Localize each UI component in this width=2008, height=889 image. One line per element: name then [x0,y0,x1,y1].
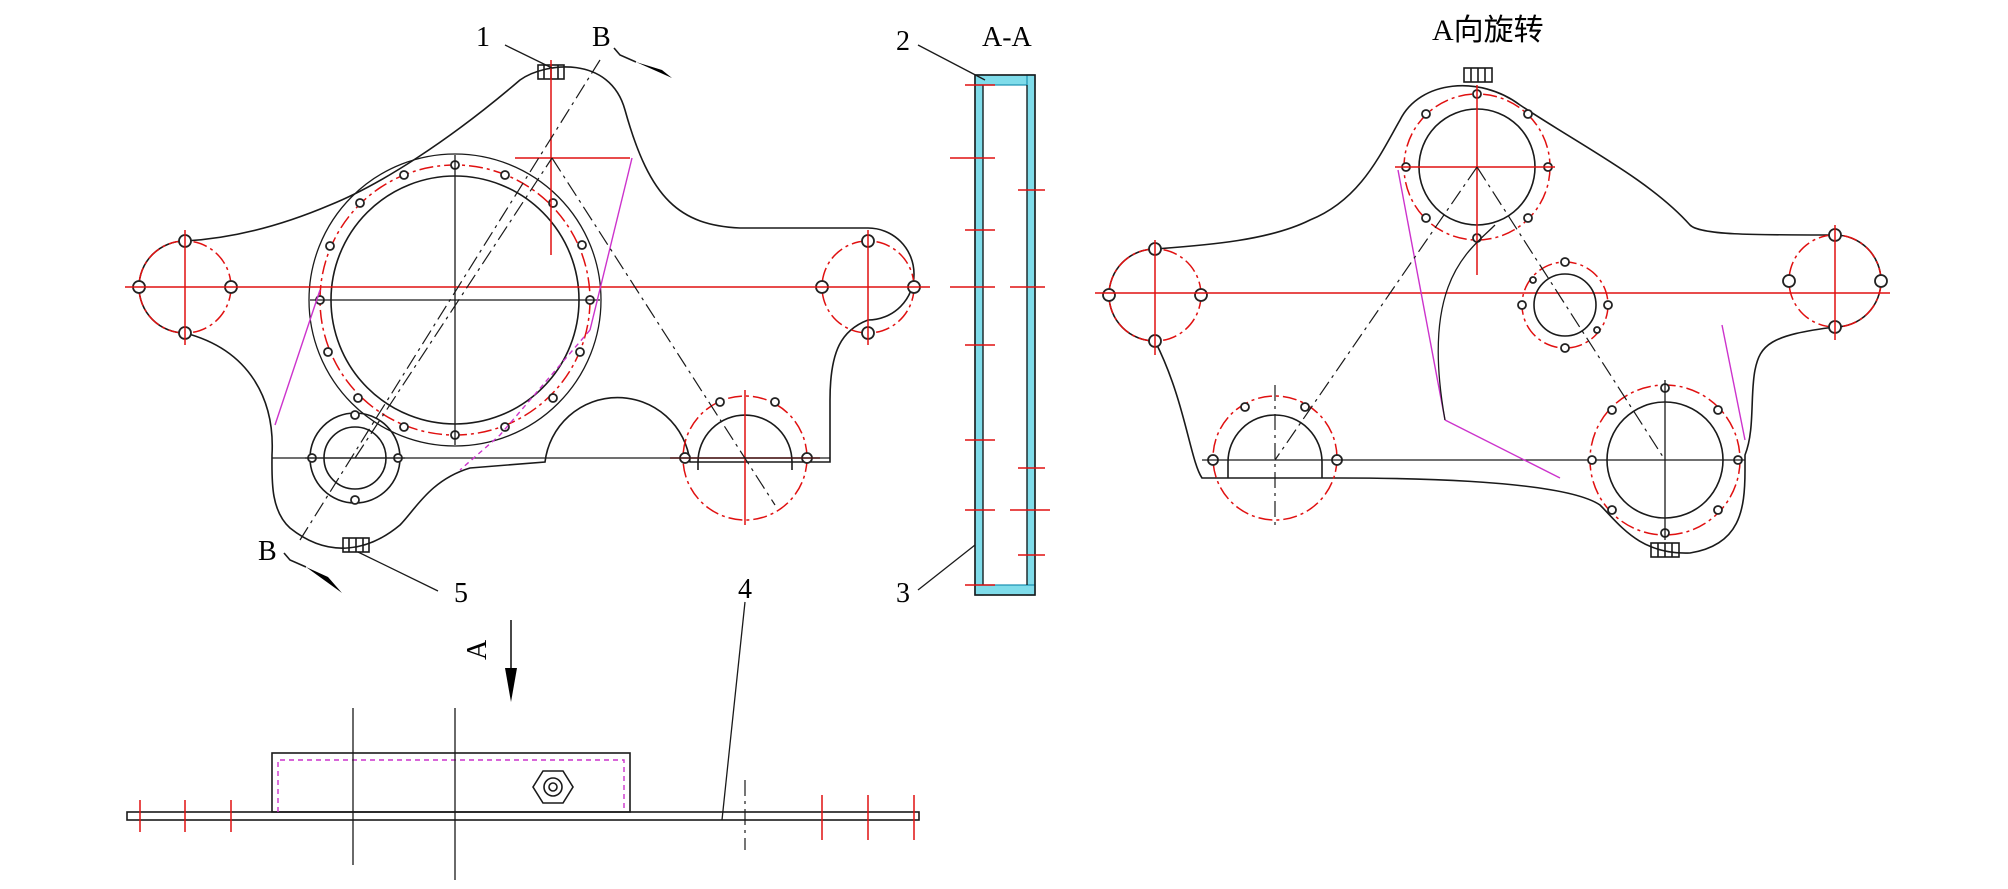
section-line-BB [299,59,601,541]
label-1: 1 [476,22,490,53]
main-bore-outer [308,153,602,447]
section-AA-view [950,74,1050,596]
leader-2 [917,44,986,81]
view-arrow-A [505,620,517,702]
label-section-AA: A-A [982,22,1033,53]
front-view-outline [138,66,915,549]
leader-5 [357,551,439,592]
bottom-view [126,708,920,880]
main-bore-bolt-holes [315,160,595,440]
label-5: 5 [454,578,468,609]
label-B-bottom: B [258,536,277,567]
rotated-mid-pitch [1521,261,1609,349]
leader-3 [917,544,976,591]
rotated-view-outline [1108,85,1882,554]
rotated-view [1095,67,1890,558]
section-arrow-B-bottom [283,552,342,593]
label-4: 4 [738,574,752,605]
label-B-top: B [592,22,611,53]
leader-4 [721,601,746,821]
label-view-A: A [462,639,493,660]
section-arrow-B-top [613,47,672,78]
front-view [125,59,930,553]
label-3: 3 [896,578,910,609]
label-view-A-rotated: A向旋转 [1432,14,1544,47]
label-2: 2 [896,26,910,57]
leader-1 [504,44,553,69]
